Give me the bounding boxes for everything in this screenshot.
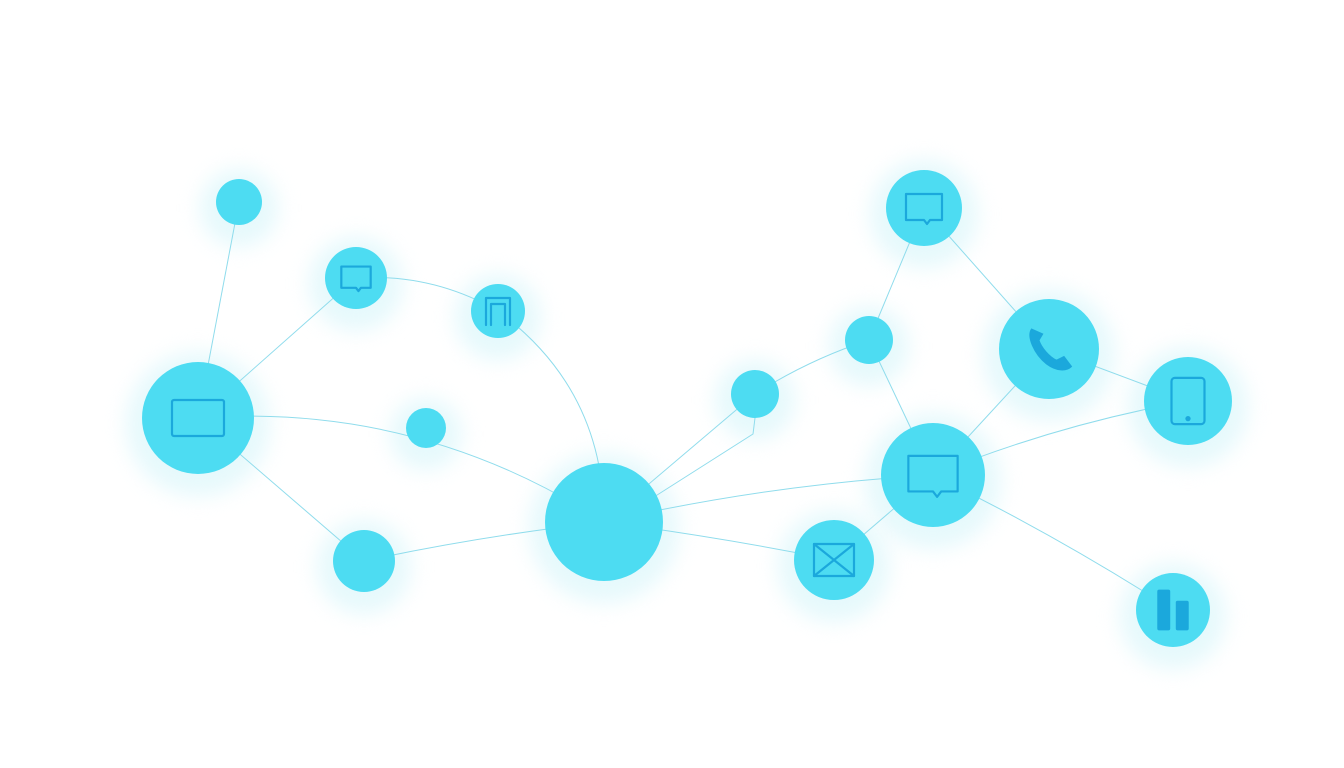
node-n3 [471, 284, 525, 338]
envelope-icon [812, 542, 856, 578]
node-n8 [731, 370, 779, 418]
node-n14 [794, 520, 874, 600]
node-circle [325, 247, 387, 309]
node-n12 [1144, 357, 1232, 445]
node-circle [881, 423, 985, 527]
chat-bubble-icon [904, 192, 944, 226]
chat-bubble-icon [340, 265, 372, 293]
node-circle [886, 170, 962, 246]
node-n2 [325, 247, 387, 309]
node-circle [406, 408, 446, 448]
node-n13 [881, 423, 985, 527]
node-n7 [545, 463, 663, 581]
node-n5 [406, 408, 446, 448]
phone-icon [1029, 328, 1073, 371]
node-n15 [1136, 573, 1210, 647]
node-circle [845, 316, 893, 364]
node-circle [731, 370, 779, 418]
bar-chart-icon [1157, 589, 1189, 631]
node-n10 [886, 170, 962, 246]
node-circle [142, 362, 254, 474]
node-circle [216, 179, 262, 225]
node-layer [142, 170, 1232, 647]
node-n1 [216, 179, 262, 225]
monitor-icon [170, 398, 226, 438]
node-circle [1136, 573, 1210, 647]
link-n8-n7 [653, 417, 756, 498]
halo-layer [126, 160, 1248, 669]
node-n9 [845, 316, 893, 364]
node-circle [999, 299, 1099, 399]
chat-bubble-icon [907, 454, 959, 498]
node-n11 [999, 299, 1099, 399]
node-n4 [142, 362, 254, 474]
tablet-icon [1170, 376, 1206, 426]
frame-icon [484, 296, 512, 327]
node-circle [471, 284, 525, 338]
node-n6 [333, 530, 395, 592]
node-circle [1144, 357, 1232, 445]
node-circle [333, 530, 395, 592]
node-circle [545, 463, 663, 581]
